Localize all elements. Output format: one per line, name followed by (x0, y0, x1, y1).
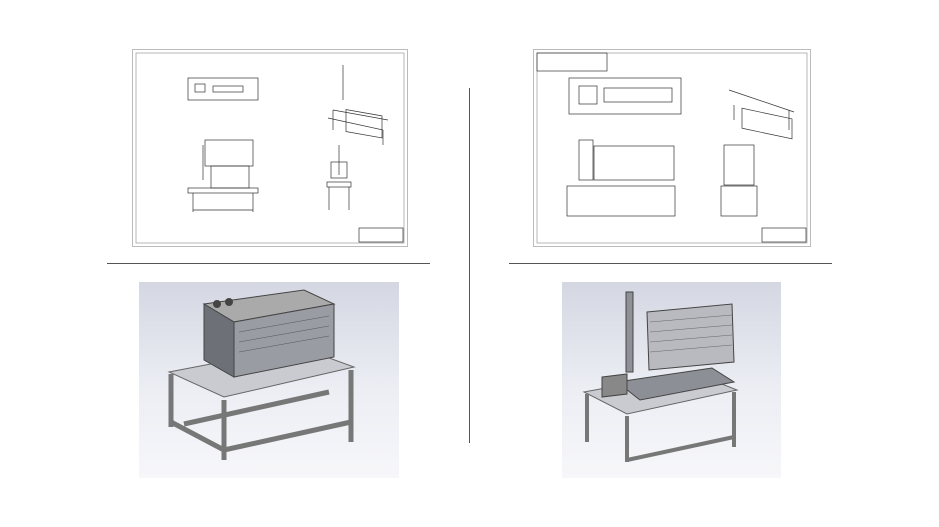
front-view (187, 139, 259, 212)
title-block (358, 227, 404, 243)
front-view (566, 139, 676, 217)
vertical-divider (469, 88, 470, 443)
left-horizontal-divider (107, 263, 430, 264)
render-left (139, 282, 399, 478)
drawing-sheet-right (533, 49, 811, 247)
right-horizontal-divider (509, 263, 832, 264)
render-right (562, 282, 781, 478)
iso-view (327, 65, 389, 145)
top-view (187, 77, 259, 101)
title-block (761, 227, 807, 243)
side-view (326, 145, 352, 210)
side-view (720, 144, 758, 217)
drawing-sheet-left (132, 49, 408, 247)
iso-view (728, 89, 795, 140)
top-view (568, 77, 682, 115)
revision-table (536, 52, 608, 72)
